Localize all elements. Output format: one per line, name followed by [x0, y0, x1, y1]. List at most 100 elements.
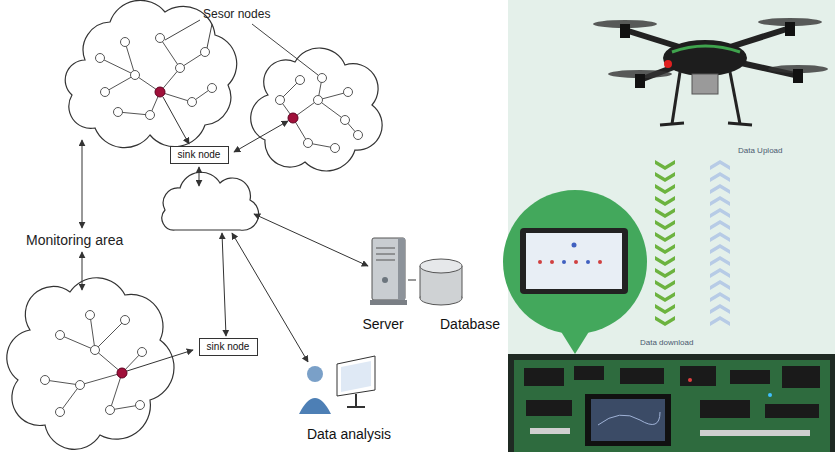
- sensor-node: [156, 34, 165, 43]
- analyst-icon: [347, 406, 365, 408]
- database-icon: [420, 266, 421, 298]
- sensor-node: [41, 34, 363, 417]
- analyst-icon: [355, 394, 357, 406]
- database-icon: [416, 256, 466, 308]
- sensor-node: [146, 111, 155, 120]
- circuit-board: [598, 412, 660, 425]
- tablet-bubble: [572, 243, 577, 248]
- server-icon: [370, 300, 407, 305]
- network-cloud: [162, 172, 259, 230]
- sensor-node: [318, 74, 327, 83]
- connector-line: [408, 279, 416, 280]
- sensor-node: [354, 131, 363, 140]
- drone: [635, 74, 645, 88]
- node-label: Database: [440, 316, 500, 332]
- sensor-node: [56, 331, 65, 340]
- circuit-board: [700, 430, 810, 436]
- sensor-links: [90, 315, 95, 350]
- drone: [728, 123, 752, 125]
- sensor-links: [100, 58, 135, 75]
- uav-photo: [503, 0, 835, 452]
- flow-label: Data Upload: [738, 146, 782, 155]
- sensor-node: [114, 108, 123, 117]
- leader-line: [165, 20, 200, 40]
- analyst-icon: [337, 356, 375, 396]
- server-node: Server: [358, 236, 408, 336]
- circuit-board: [765, 404, 819, 418]
- sensor-node: [41, 376, 50, 385]
- analyst-icon: [307, 366, 323, 382]
- node-label: sink node: [178, 149, 221, 161]
- leader-line: [207, 24, 212, 48]
- network-arrow: [222, 233, 226, 336]
- circuit-board: [524, 368, 564, 386]
- sensor-node: [176, 64, 185, 73]
- circuit-board: [680, 366, 716, 386]
- sensor-node: [121, 316, 130, 325]
- tablet-bubble: [574, 260, 578, 264]
- cluster-head: [288, 113, 298, 123]
- sensor-node: [314, 96, 323, 105]
- sensor-links: [45, 380, 80, 385]
- tablet-bubble: [586, 260, 590, 264]
- drone: [692, 74, 718, 94]
- analyst-icon: [341, 361, 371, 392]
- network-arrow: [199, 167, 200, 186]
- sensor-node: [106, 406, 115, 415]
- circuit-board: [700, 400, 750, 418]
- region-label: Monitoring area: [26, 232, 123, 248]
- circuit-board: [530, 428, 570, 434]
- leader-line: [165, 20, 318, 75]
- sensor-node: [86, 311, 95, 320]
- sensor-node: [91, 346, 100, 355]
- sensor-node: [56, 408, 65, 417]
- drone: [672, 72, 680, 124]
- tablet-bubble: [526, 233, 622, 289]
- circuit-board: [620, 368, 664, 384]
- drone: [660, 123, 684, 125]
- drone: [785, 22, 795, 36]
- analyst-icon: [299, 398, 331, 414]
- sensor-node: [331, 144, 340, 153]
- sensor-node: [96, 54, 105, 63]
- network-cloud: [251, 48, 382, 171]
- circuit-board: [526, 400, 572, 416]
- server-icon: [358, 236, 408, 308]
- circuit-board: [730, 370, 770, 384]
- network-arrow: [82, 252, 83, 290]
- tablet-bubble: [538, 260, 542, 264]
- network-arrow: [127, 350, 193, 371]
- drone: [664, 60, 672, 68]
- sensor-links: [60, 385, 80, 412]
- circuit-board: [688, 378, 692, 382]
- sensor-node: [101, 88, 110, 97]
- download-chevrons: [655, 160, 675, 328]
- node-label: Data analysis: [307, 426, 391, 442]
- analysis-node: Data analysis: [293, 352, 405, 444]
- circuit-board: [514, 360, 830, 452]
- tablet-bubble: [560, 330, 590, 354]
- circuit-board: [508, 354, 835, 452]
- drone: [663, 40, 747, 76]
- network-cloud: [65, 0, 237, 147]
- tablet-bubble: [598, 260, 602, 264]
- sensor-links: [105, 75, 135, 92]
- server-icon: [376, 254, 395, 255]
- sensor-links: [45, 38, 358, 412]
- sensor-node: [136, 401, 145, 410]
- drone: [620, 24, 630, 38]
- node-label: sink node: [207, 341, 250, 353]
- sensor-node: [76, 381, 85, 390]
- sensor-links: [110, 373, 122, 410]
- drone: [593, 18, 828, 125]
- tablet-bubble: [503, 190, 647, 354]
- circuit-board: [782, 366, 820, 388]
- tablet-bubble: [562, 260, 566, 264]
- network-arrow: [82, 97, 368, 371]
- sensor-node: [208, 84, 217, 93]
- sink-node-box: sink node: [170, 146, 229, 164]
- server-icon: [376, 248, 395, 249]
- analyst-icon: [293, 352, 405, 424]
